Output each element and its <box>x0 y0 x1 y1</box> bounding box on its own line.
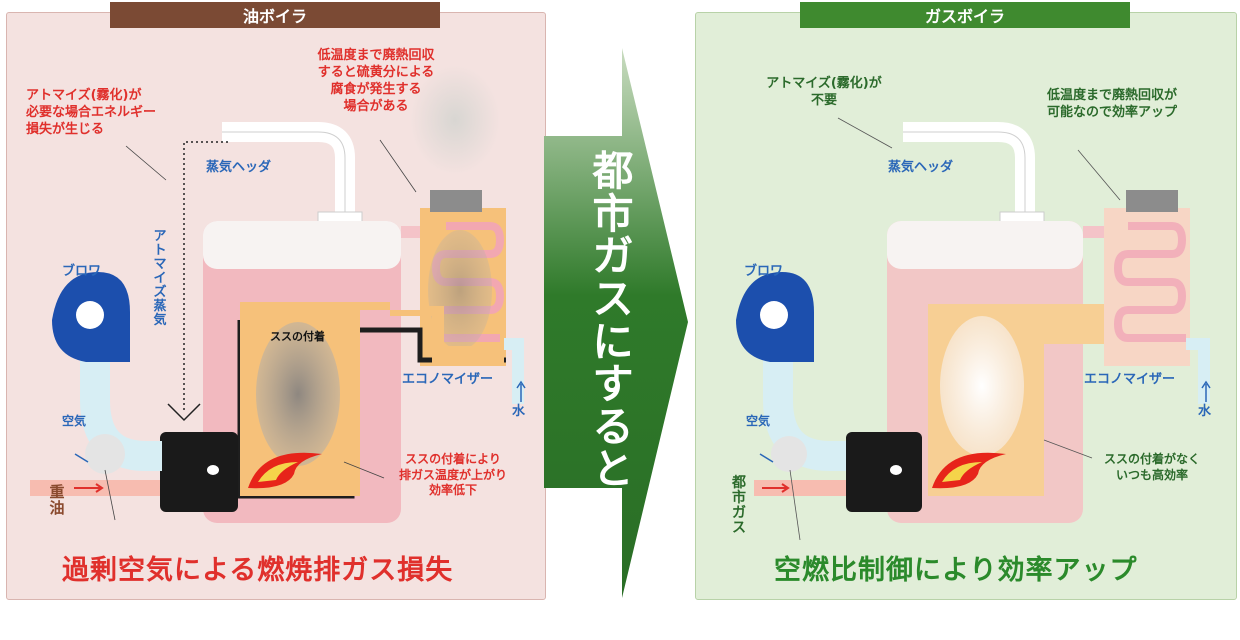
soot-deposit <box>256 322 340 466</box>
atomize-loss-note: アトマイズ(霧化)が 必要な場合エネルギー 損失が生じる <box>26 88 157 137</box>
arrow-caption: 都 市 ガ ス に す る と <box>592 147 634 494</box>
gas-boiler-drawing <box>736 117 1211 541</box>
heat-recovery-note: 低温度まで廃熱回収が 可能なので効率アップ <box>1046 88 1177 120</box>
water-label: 水 <box>512 404 526 419</box>
no-atomize-note: アトマイズ(霧化)が 不要 <box>766 76 882 108</box>
clean-effect-note: ススの付着がなく いつも高効率 <box>1103 452 1200 482</box>
blower-label: ブロワ <box>62 264 102 279</box>
soot-label: ススの付着 <box>270 330 325 343</box>
oil-boiler-conclusion: 過剰空気による燃焼排ガス損失 <box>62 555 454 586</box>
steam-header-label-gas: 蒸気ヘッダ <box>888 160 954 175</box>
soot-effect-note: ススの付着により 排ガス温度が上がり 効率低下 <box>398 452 507 498</box>
burner-gas <box>846 432 922 512</box>
burner <box>160 432 238 512</box>
air-label-gas: 空気 <box>746 414 771 428</box>
water-label-gas: 水 <box>1198 404 1212 419</box>
exhaust-smoke <box>410 65 500 175</box>
economizer-label: エコノマイザー <box>402 372 494 387</box>
oil-boiler-drawing <box>30 65 526 523</box>
gas-boiler-conclusion: 空燃比制御により効率アップ <box>774 555 1138 586</box>
transition-arrow <box>544 48 688 598</box>
gas-boiler-title: ガスボイラ <box>800 2 1130 28</box>
economizer-label-gas: エコノマイザー <box>1084 372 1176 387</box>
heavy-oil-label: 重 油 <box>49 483 65 518</box>
oil-boiler-title: 油ボイラ <box>110 2 440 28</box>
city-gas-label: 都 市 ガ ス <box>732 475 746 537</box>
steam-header-label: 蒸気ヘッダ <box>206 160 272 175</box>
steam-header-pipe <box>222 122 355 222</box>
economizer-coil-gas <box>1113 222 1187 342</box>
blower-label-gas: ブロワ <box>744 264 784 279</box>
steam-header-pipe-gas <box>903 122 1035 222</box>
air-label: 空気 <box>62 414 87 428</box>
atomize-steam-label: ア ト マ イ ズ 蒸 気 <box>153 229 167 329</box>
corrosion-note: 低温度まで廃熱回収 すると硫黄分による 腐食が発生する 場合がある <box>317 48 435 114</box>
clean-surface <box>940 316 1024 456</box>
